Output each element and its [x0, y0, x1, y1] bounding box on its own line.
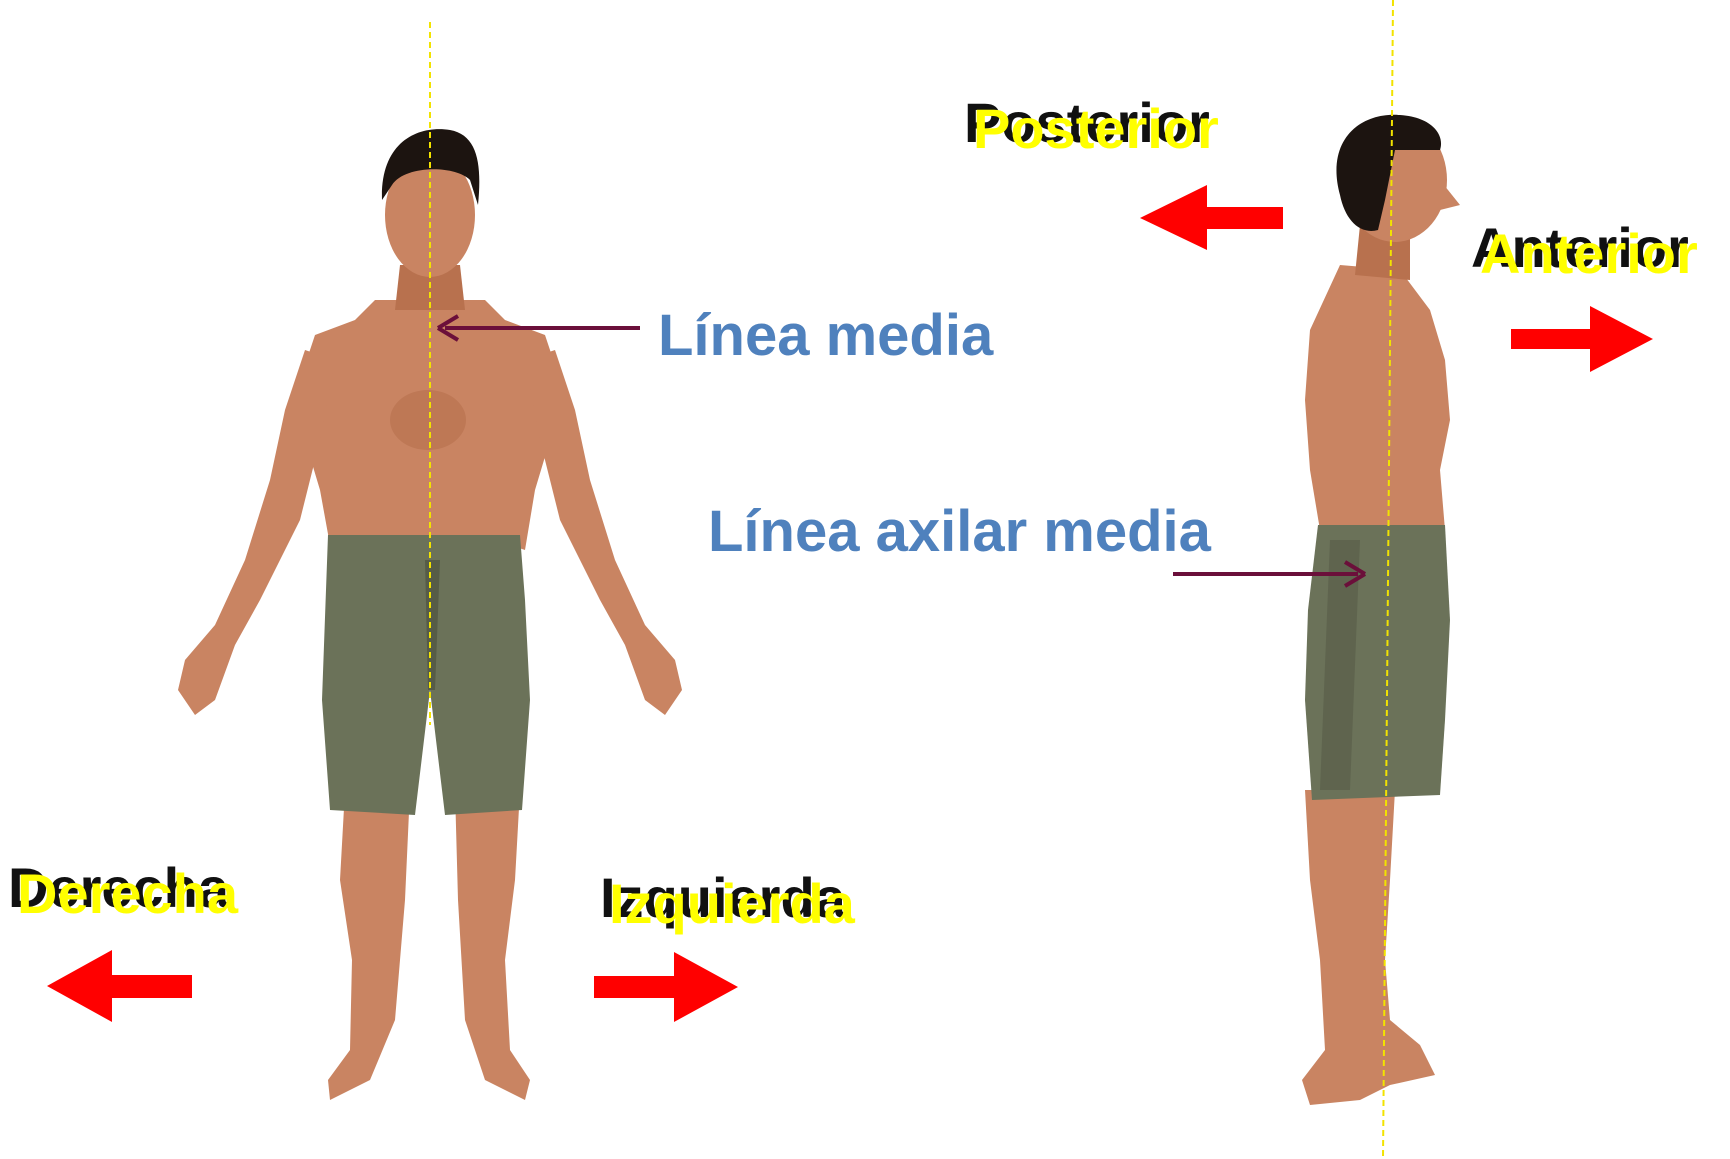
label-derecha: Derecha Derecha [8, 860, 229, 916]
label-linea-axilar-media: Línea axilar media [708, 503, 1211, 561]
front-right-leg [455, 790, 530, 1100]
label-linea-media: Línea media [658, 307, 993, 365]
front-left-arm [525, 350, 682, 715]
label-anterior-text: Anterior [1480, 222, 1698, 285]
label-posterior: Posterior Posterior [964, 95, 1210, 151]
front-chest-shadow [390, 390, 466, 450]
label-derecha-text: Derecha [17, 862, 238, 925]
label-posterior-text: Posterior [973, 97, 1219, 160]
side-figure [1302, 115, 1460, 1105]
posterior-arrow [1140, 185, 1283, 250]
label-izquierda-text: Izquierda [609, 872, 855, 935]
label-izquierda: Izquierda Izquierda [600, 870, 846, 926]
anterior-arrow [1511, 306, 1653, 372]
label-anterior: Anterior Anterior [1471, 220, 1689, 276]
side-nose [1440, 180, 1460, 210]
front-left-leg [328, 790, 410, 1100]
derecha-arrow [47, 950, 192, 1022]
front-right-arm [178, 350, 335, 715]
side-leg [1302, 790, 1435, 1105]
izquierda-arrow [594, 952, 738, 1022]
